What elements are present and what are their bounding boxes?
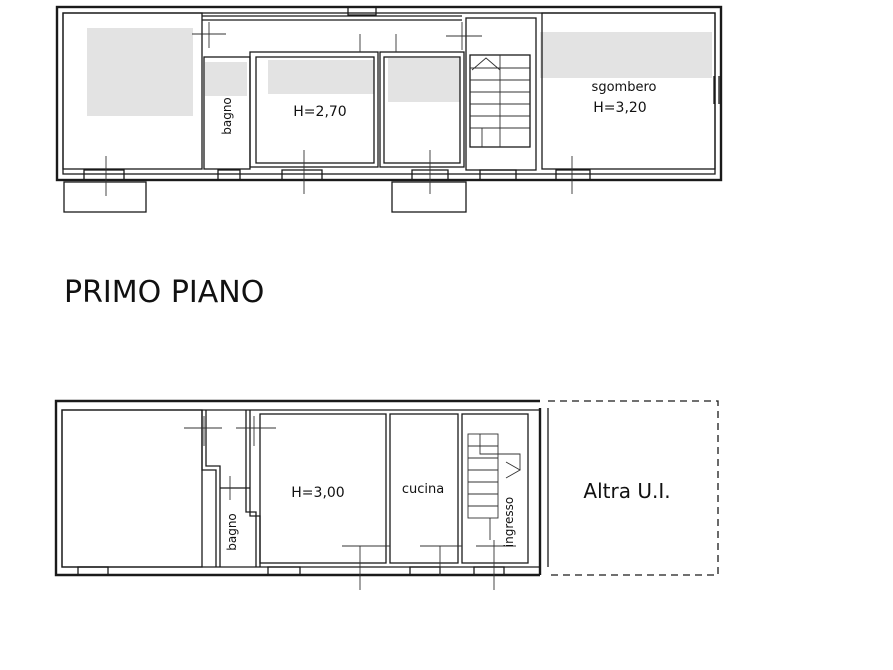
upper-room-right-middle <box>379 51 465 168</box>
upper-balcony-left <box>63 181 147 213</box>
redacted-area-3 <box>268 60 374 94</box>
lower-window-openings <box>77 566 505 576</box>
lower-bagno-label: bagno <box>225 513 239 551</box>
lower-room-h300 <box>259 413 387 564</box>
redacted-area-4 <box>388 58 460 102</box>
upper-sgombero-height-label: H=3,20 <box>593 100 646 116</box>
redacted-area-2 <box>205 62 247 96</box>
lower-ingresso-room <box>461 413 529 564</box>
lower-floor-plan: bagno H=3,00 cucina ingresso Altra U.I. <box>54 399 719 590</box>
redacted-area-1 <box>87 28 193 116</box>
upper-balcony-middle <box>391 181 467 213</box>
lower-left-room <box>61 409 203 568</box>
lower-cucina-label: cucina <box>402 482 444 497</box>
upper-room-height-label: H=2,70 <box>293 104 346 120</box>
upper-window-openings <box>83 169 591 181</box>
other-unit-outline <box>548 400 719 576</box>
upper-room-h270 <box>249 51 379 168</box>
other-unit-label: Altra U.I. <box>583 479 670 503</box>
lower-room-height-label: H=3,00 <box>291 485 344 501</box>
upper-floor-plan: bagno H=2,70 sgombero H=3,20 <box>55 5 723 213</box>
lower-stair-treads <box>467 433 521 540</box>
floor-heading: PRIMO PIANO <box>64 275 264 310</box>
upper-stair-treads <box>470 55 530 147</box>
redacted-area-5 <box>540 32 712 78</box>
upper-door-ticks <box>105 22 573 196</box>
upper-bagno-label: bagno <box>220 97 234 135</box>
upper-outer-wall <box>55 5 723 182</box>
upper-sgombero-label: sgombero <box>592 80 657 95</box>
lower-door-ticks <box>184 416 516 590</box>
lower-cucina-room <box>389 413 459 564</box>
lower-ingresso-label: ingresso <box>502 497 516 547</box>
upper-sgombero-room <box>541 12 716 170</box>
upper-left-room <box>62 12 203 170</box>
